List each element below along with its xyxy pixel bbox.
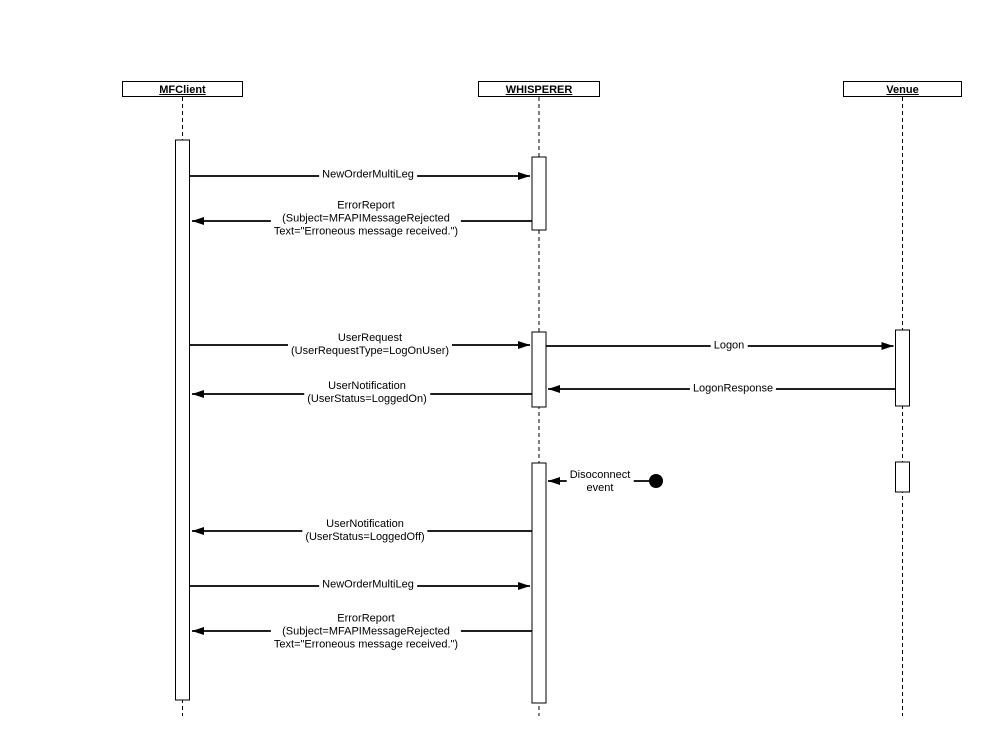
actor-label-venue: Venue [886, 84, 919, 96]
message-label-newordermultileg-2: NewOrderMultiLeg [319, 578, 417, 592]
message-label-errorreport-1: ErrorReport (Subject=MFAPIMessageRejecte… [270, 199, 462, 239]
message-label-disconnect-event: Disoconnect event [566, 469, 634, 495]
actor-box-whisperer: WHISPERER [478, 81, 600, 97]
activation-mfclient [175, 139, 190, 701]
activation-whisperer-2 [531, 331, 547, 408]
message-label-usernotification-loggedoff: UserNotification (UserStatus=LoggedOff) [302, 518, 428, 544]
activation-whisperer-3 [531, 462, 547, 704]
event-source-dot [649, 474, 663, 488]
message-label-logonresponse: LogonResponse [689, 382, 777, 396]
actor-box-venue: Venue [843, 81, 962, 97]
message-label-logon: Logon [710, 339, 748, 353]
activation-whisperer-1 [531, 156, 547, 231]
message-label-errorreport-2: ErrorReport (Subject=MFAPIMessageRejecte… [270, 612, 462, 652]
actor-label-whisperer: WHISPERER [505, 84, 573, 96]
actor-label-mfclient: MFClient [159, 84, 206, 96]
activation-venue-2 [895, 461, 910, 493]
message-label-userrequest: UserRequest (UserRequestType=LogOnUser) [287, 332, 453, 358]
message-label-newordermultileg-1: NewOrderMultiLeg [319, 168, 417, 182]
message-label-usernotification-loggedon: UserNotification (UserStatus=LoggedOn) [304, 380, 430, 406]
actor-box-mfclient: MFClient [122, 81, 243, 97]
activation-venue-1 [895, 329, 910, 407]
